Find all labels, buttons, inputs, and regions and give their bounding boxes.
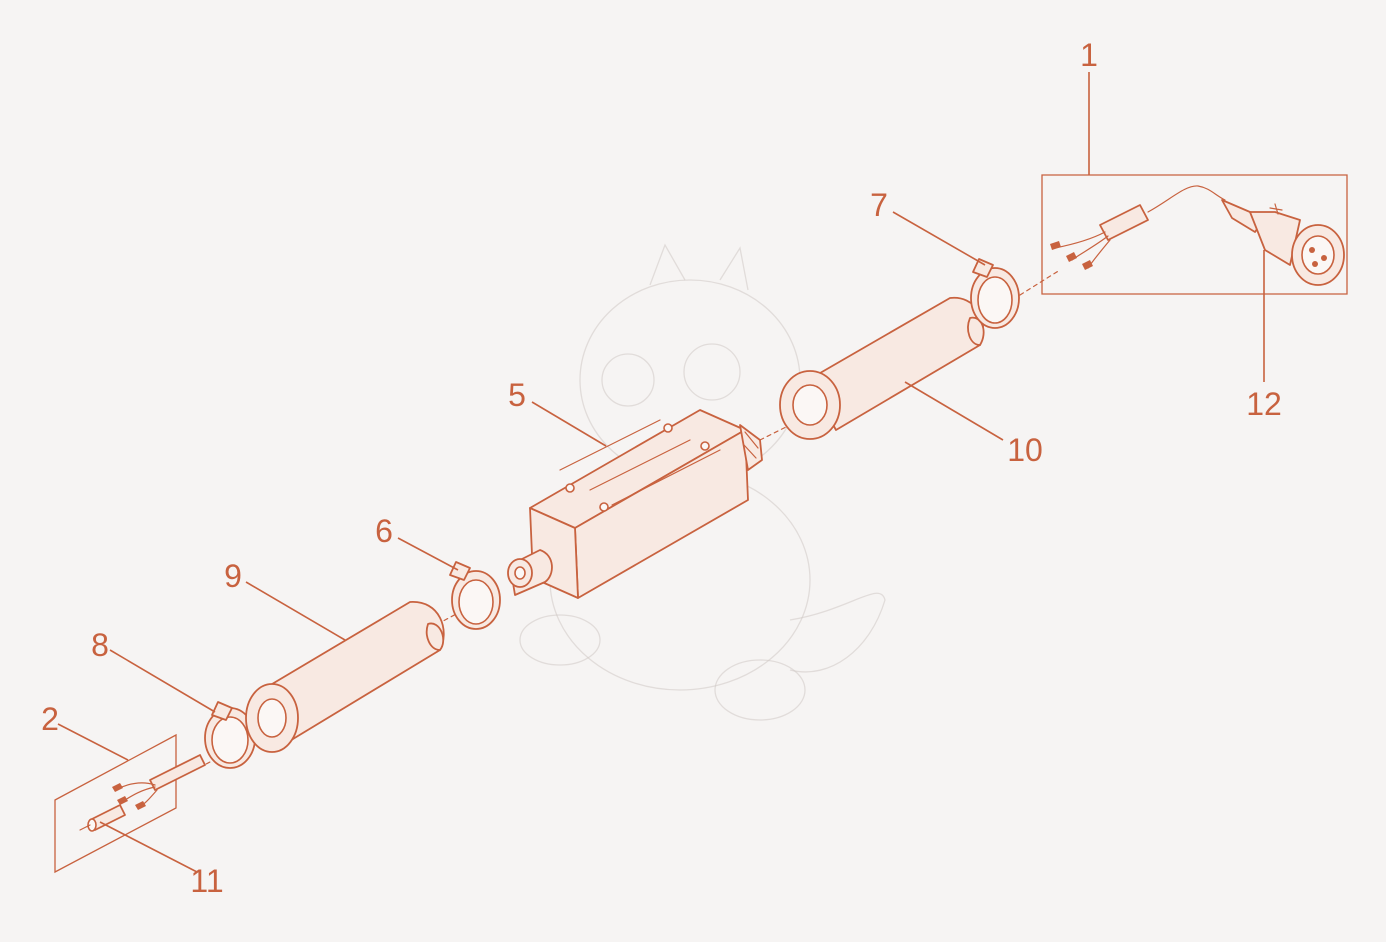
assembly-axis [184, 269, 1061, 776]
callouts: 1 2 5 6 7 8 9 10 11 12 [41, 37, 1282, 899]
tube-10 [779, 297, 985, 440]
callout-6: 6 [375, 513, 393, 549]
leader-9 [245, 581, 346, 641]
housing-box-5 [507, 409, 763, 599]
leader-11 [99, 821, 198, 873]
callout-2: 2 [41, 701, 59, 737]
leader-7 [892, 211, 986, 266]
cable-end-detail [54, 733, 206, 874]
plug-detail [1041, 174, 1348, 295]
leader-10 [904, 381, 1004, 441]
callout-1: 1 [1080, 37, 1098, 73]
leader-5 [531, 401, 607, 447]
tube-9 [245, 601, 445, 753]
callout-5: 5 [508, 377, 526, 413]
callout-10: 10 [1007, 432, 1043, 468]
clamp-ring-6 [449, 561, 501, 630]
callout-8: 8 [91, 627, 109, 663]
callout-12: 12 [1246, 386, 1282, 422]
leader-8 [109, 649, 216, 713]
leader-6 [397, 537, 459, 571]
callout-11: 11 [190, 863, 223, 899]
callout-7: 7 [870, 187, 888, 223]
leader-2 [57, 723, 129, 761]
clamp-ring-7 [970, 258, 1020, 329]
leader-lines [57, 72, 1265, 873]
clamp-ring-8 [204, 701, 256, 769]
callout-9: 9 [224, 558, 242, 594]
